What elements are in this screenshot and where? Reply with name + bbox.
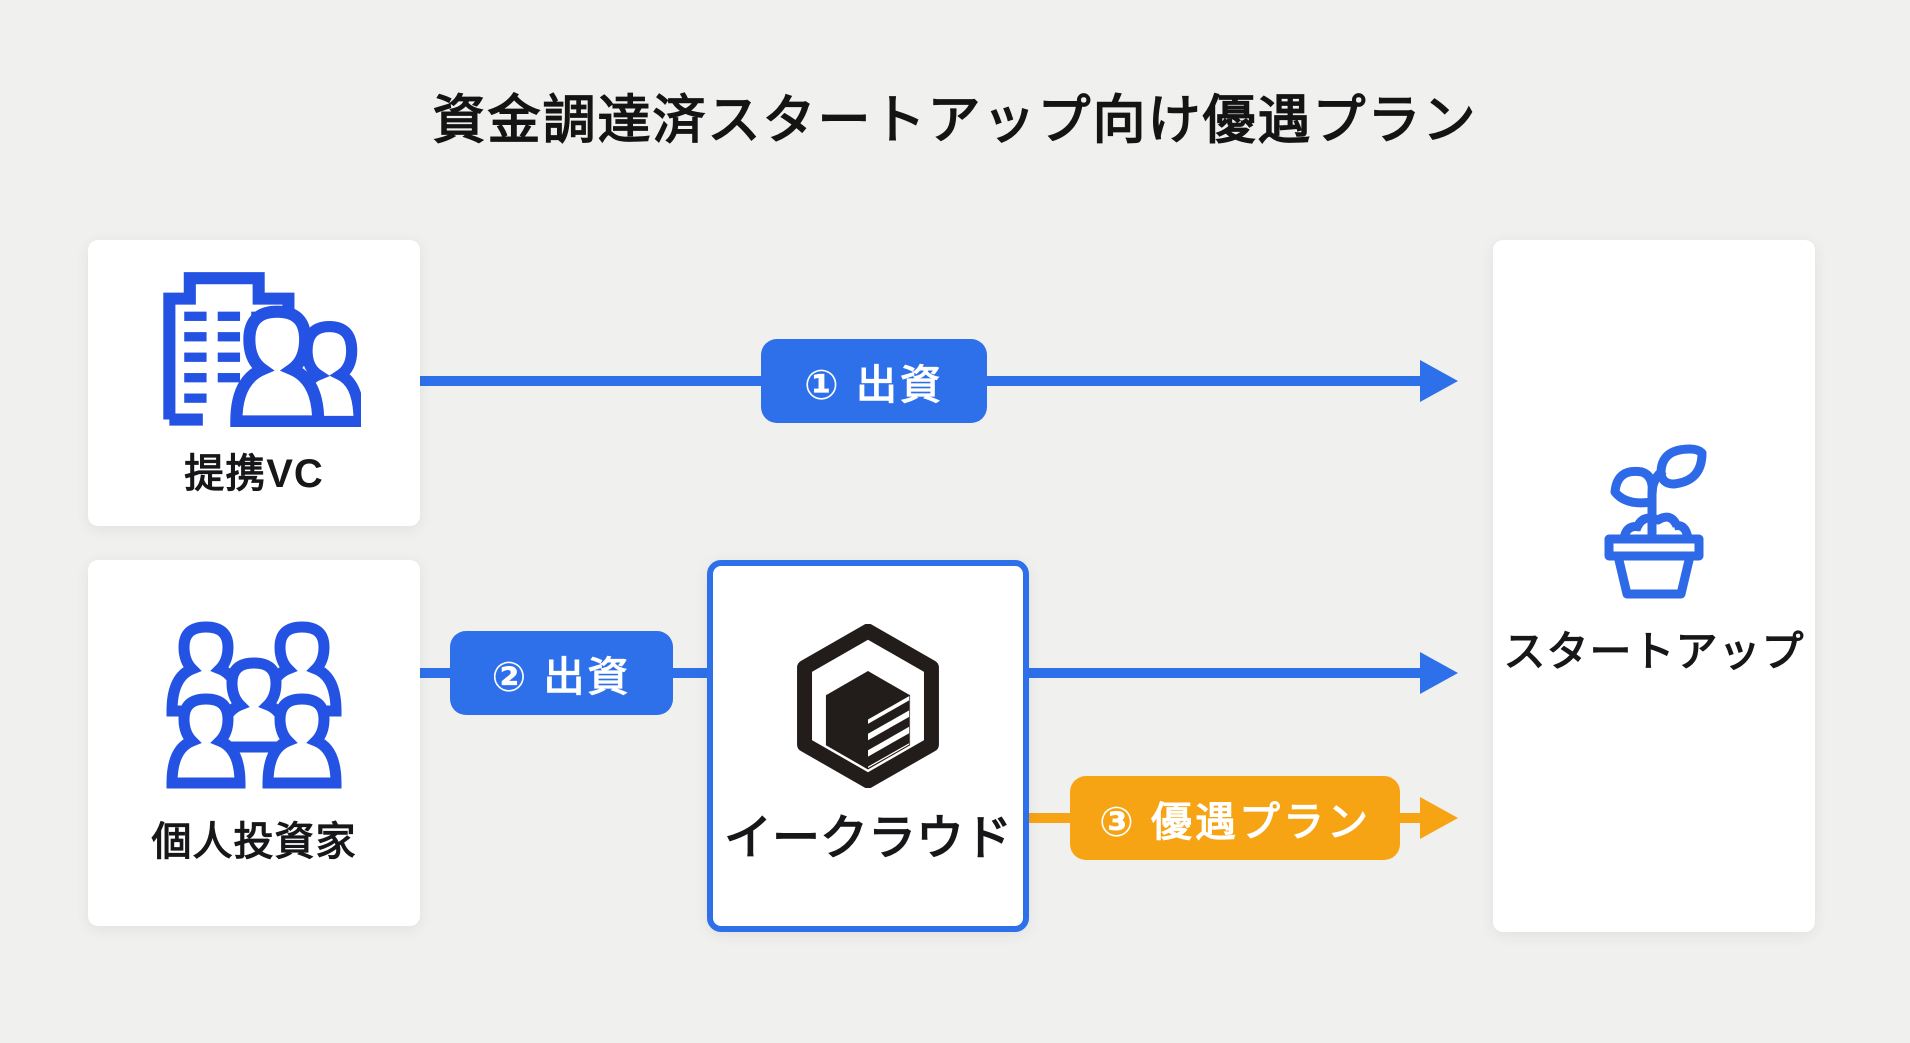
building-people-icon <box>147 267 365 428</box>
arrowhead-investment-2 <box>1420 652 1458 694</box>
node-partner-vc: 提携VC <box>88 240 420 526</box>
node-label-investors: 個人投資家 <box>151 820 357 864</box>
badge-preferential-plan: ③ 優遇プラン <box>1070 776 1400 860</box>
badge-investment-1: ① 出資 <box>761 339 987 423</box>
badge-investment-2: ② 出資 <box>450 631 673 715</box>
ecloud-hexagon-logo <box>793 623 943 789</box>
node-label-ecloud: イークラウド <box>723 812 1012 865</box>
node-startup: スタートアップ <box>1493 240 1815 932</box>
plant-pot-icon <box>1578 442 1730 602</box>
people-group-icon <box>154 619 354 791</box>
diagram-title: 資金調達済スタートアップ向け優遇プラン <box>432 91 1478 150</box>
node-label-partner-vc: 提携VC <box>184 452 324 496</box>
arrowhead-investment-1 <box>1420 360 1458 402</box>
arrowhead-plan <box>1420 797 1458 839</box>
node-label-startup: スタートアップ <box>1503 627 1805 675</box>
node-ecloud: イークラウド <box>707 560 1029 932</box>
node-investors: 個人投資家 <box>88 560 420 926</box>
